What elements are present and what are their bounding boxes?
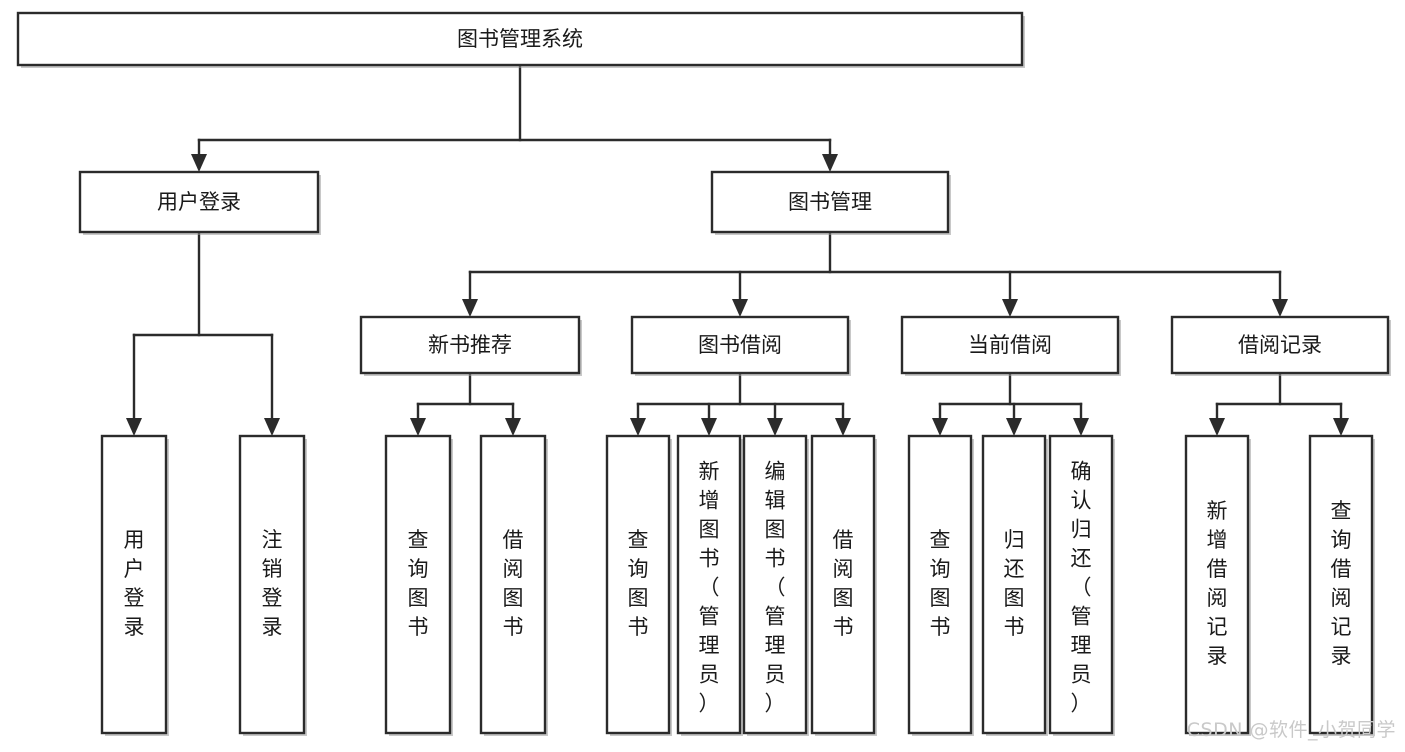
arrow-head-icon xyxy=(701,418,717,436)
node-label: 注销登录 xyxy=(262,528,283,639)
node-label: 新书推荐 xyxy=(428,333,512,357)
node-label: 当前借阅 xyxy=(968,333,1052,357)
node-label: 用户登录 xyxy=(124,528,145,639)
node-rect[interactable] xyxy=(630,315,850,375)
node-leaf-11[interactable]: 确认归还（管理员） xyxy=(1048,434,1115,736)
node-bookmgmt[interactable]: 图书管理 xyxy=(710,170,951,235)
watermark-text: CSDN @软件_小贺同学 xyxy=(1187,719,1396,741)
arrow-head-icon xyxy=(1006,418,1022,436)
node-rect[interactable] xyxy=(359,315,581,375)
node-rect[interactable] xyxy=(900,315,1120,375)
arrow-head-icon xyxy=(932,418,948,436)
arrow-head-icon xyxy=(191,154,207,172)
node-records[interactable]: 借阅记录 xyxy=(1170,315,1391,376)
node-rect[interactable] xyxy=(479,434,547,735)
node-leaf-9[interactable]: 查询图书 xyxy=(907,434,974,736)
node-rect[interactable] xyxy=(1048,434,1114,735)
node-label: 借阅图书 xyxy=(833,528,854,639)
node-leaf-12[interactable]: 新增借阅记录 xyxy=(1184,434,1251,736)
node-rect[interactable] xyxy=(1308,434,1374,735)
arrow-head-icon xyxy=(835,418,851,436)
node-label: 编辑图书（管理员） xyxy=(765,460,786,716)
node-label: 查询图书 xyxy=(628,528,649,639)
node-root[interactable]: 图书管理系统 xyxy=(16,11,1025,68)
arrow-head-icon xyxy=(1333,418,1349,436)
arrow-head-icon xyxy=(264,418,280,436)
arrow-head-icon xyxy=(822,154,838,172)
node-rect[interactable] xyxy=(676,434,742,735)
node-rect[interactable] xyxy=(384,434,452,735)
node-label: 图书借阅 xyxy=(698,333,782,357)
node-current[interactable]: 当前借阅 xyxy=(900,315,1121,376)
node-label: 借阅图书 xyxy=(503,528,524,639)
node-label: 新增借阅记录 xyxy=(1207,499,1228,668)
node-label: 用户登录 xyxy=(157,190,241,214)
node-label: 图书管理系统 xyxy=(457,27,583,51)
node-rect[interactable] xyxy=(100,434,168,735)
arrow-head-icon xyxy=(505,418,521,436)
node-label: 查询借阅记录 xyxy=(1331,499,1352,668)
node-rect[interactable] xyxy=(907,434,973,735)
node-leaf-5[interactable]: 查询图书 xyxy=(605,434,672,736)
node-leaf-13[interactable]: 查询借阅记录 xyxy=(1308,434,1375,736)
node-leaf-2[interactable]: 注销登录 xyxy=(238,434,307,736)
arrow-head-icon xyxy=(1002,299,1018,317)
arrow-head-icon xyxy=(410,418,426,436)
node-label: 图书管理 xyxy=(788,190,872,214)
node-leaf-3[interactable]: 查询图书 xyxy=(384,434,453,736)
node-leaf-4[interactable]: 借阅图书 xyxy=(479,434,548,736)
arrow-head-icon xyxy=(462,299,478,317)
node-leaf-1[interactable]: 用户登录 xyxy=(100,434,169,736)
node-rect[interactable] xyxy=(710,170,950,234)
node-login[interactable]: 用户登录 xyxy=(78,170,321,235)
node-rect[interactable] xyxy=(742,434,808,735)
node-rect[interactable] xyxy=(16,11,1024,67)
arrow-head-icon xyxy=(126,418,142,436)
node-label: 查询图书 xyxy=(408,528,429,639)
node-rect[interactable] xyxy=(78,170,320,234)
arrow-head-icon xyxy=(732,299,748,317)
arrow-head-icon xyxy=(630,418,646,436)
node-borrow[interactable]: 图书借阅 xyxy=(630,315,851,376)
node-rect[interactable] xyxy=(810,434,876,735)
node-label: 查询图书 xyxy=(930,528,951,639)
node-label: 新增图书（管理员） xyxy=(699,460,720,716)
node-rect[interactable] xyxy=(1170,315,1390,375)
node-rect[interactable] xyxy=(981,434,1047,735)
node-rect[interactable] xyxy=(605,434,671,735)
arrow-head-icon xyxy=(1073,418,1089,436)
node-leaf-6[interactable]: 新增图书（管理员） xyxy=(676,434,743,736)
node-leaf-7[interactable]: 编辑图书（管理员） xyxy=(742,434,809,736)
node-label: 借阅记录 xyxy=(1238,333,1322,357)
node-rect[interactable] xyxy=(1184,434,1250,735)
node-leaf-10[interactable]: 归还图书 xyxy=(981,434,1048,736)
node-rect[interactable] xyxy=(238,434,306,735)
node-label: 确认归还（管理员） xyxy=(1071,460,1092,716)
node-newbook[interactable]: 新书推荐 xyxy=(359,315,582,376)
node-leaf-8[interactable]: 借阅图书 xyxy=(810,434,877,736)
node-label: 归还图书 xyxy=(1004,528,1025,639)
arrow-head-icon xyxy=(767,418,783,436)
arrow-head-icon xyxy=(1272,299,1288,317)
arrow-head-icon xyxy=(1209,418,1225,436)
